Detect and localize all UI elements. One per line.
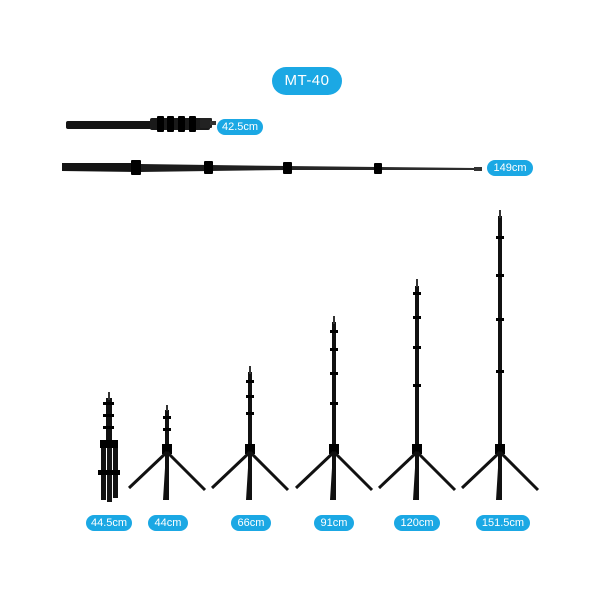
stand-66cm-image <box>210 366 290 501</box>
stand-120cm-label: 120cm <box>394 515 440 531</box>
stand-folded-length-label: 44.5cm <box>86 515 132 531</box>
pole-extended-length-label: 149cm <box>487 160 533 176</box>
stand-91cm-label: 91cm <box>314 515 354 531</box>
stand-120cm-image <box>377 279 457 501</box>
stand-66cm-label: 66cm <box>231 515 271 531</box>
stand-151-5cm-label: 151.5cm <box>476 515 530 531</box>
extended-pole-image <box>62 160 482 175</box>
stand-folded-image <box>98 392 120 502</box>
model-title: MT-40 <box>272 67 342 95</box>
stand-44cm-label: 44cm <box>148 515 188 531</box>
pole-collapsed-length-label: 42.5cm <box>217 119 263 135</box>
stand-91cm-image <box>294 316 374 501</box>
stand-44cm-image <box>127 405 207 501</box>
stand-151-5cm-image <box>460 210 540 501</box>
collapsed-pole-image <box>66 116 216 132</box>
